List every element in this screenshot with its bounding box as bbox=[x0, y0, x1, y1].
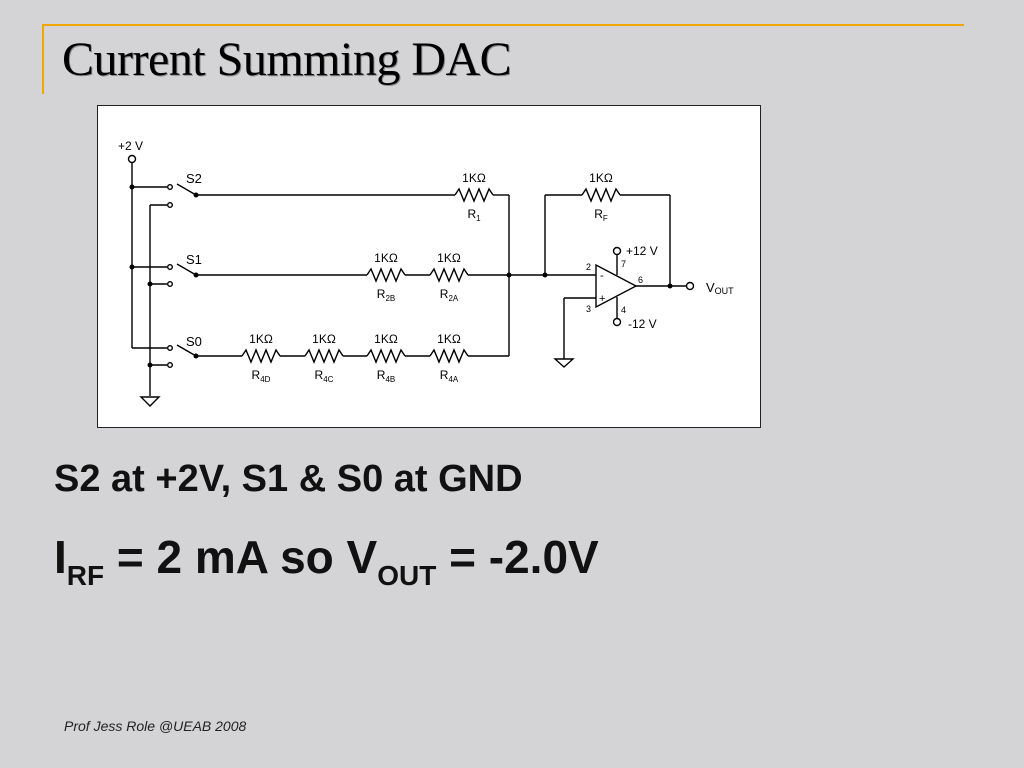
equation-middle-text: = 2 mA so V bbox=[104, 531, 378, 583]
negative-supply-terminal bbox=[612, 317, 622, 327]
switch-label-s1: S1 bbox=[186, 252, 202, 267]
r2b-value-label: 1KΩ bbox=[374, 251, 398, 265]
output-label: VOUT bbox=[706, 280, 734, 296]
junction-dot-summing-node bbox=[506, 272, 512, 278]
circuit-diagram: +2 V S2 S1 S0 1KΩ R1 1KΩ RF 1KΩ R2B 1KΩ … bbox=[97, 105, 761, 428]
resistor-r4c bbox=[304, 348, 344, 364]
s2-contact-upper bbox=[166, 183, 173, 190]
ground-symbol bbox=[139, 396, 161, 407]
s0-contact-lower bbox=[166, 362, 173, 369]
r1-name-label: R1 bbox=[467, 207, 481, 223]
junction-dot-s0-blade bbox=[193, 353, 199, 359]
r4b-name-label: R4B bbox=[377, 368, 395, 384]
current-symbol: I bbox=[54, 531, 67, 583]
opamp-plus-sign: + bbox=[599, 293, 605, 305]
switch-label-s0: S0 bbox=[186, 334, 202, 349]
junction-dot-s1-supply bbox=[129, 264, 135, 270]
voltage-subscript: OUT bbox=[377, 560, 437, 591]
junction-dot-s1-ground bbox=[147, 281, 153, 287]
opamp-symbol bbox=[595, 263, 638, 309]
resistor-rf bbox=[581, 187, 621, 203]
s1-contact-lower bbox=[166, 280, 173, 287]
pin-2-label: 2 bbox=[586, 262, 591, 272]
pin-7-label: 7 bbox=[621, 259, 626, 269]
slide-title: Current Summing DAC bbox=[62, 33, 512, 86]
junction-dot-s2-blade bbox=[193, 192, 199, 198]
supply-label: +2 V bbox=[118, 139, 143, 153]
rf-name-label: RF bbox=[594, 207, 608, 223]
resistor-r2a bbox=[429, 267, 469, 283]
s1-contact-upper bbox=[166, 263, 173, 270]
s1-blade bbox=[176, 263, 197, 276]
r2b-name-label: R2B bbox=[377, 287, 395, 303]
junction-dot-feedback-node bbox=[542, 272, 548, 278]
s2-contact-lower bbox=[166, 201, 173, 208]
r4a-name-label: R4A bbox=[440, 368, 459, 384]
resistor-r2b bbox=[366, 267, 406, 283]
s0-contact-upper bbox=[166, 344, 173, 351]
resistor-r4b bbox=[366, 348, 406, 364]
opamp-minus-sign: - bbox=[600, 270, 604, 282]
junction-dot-s0-ground bbox=[147, 362, 153, 368]
r4b-value-label: 1KΩ bbox=[374, 332, 398, 346]
pin-4-label: 4 bbox=[621, 305, 626, 315]
r4c-name-label: R4C bbox=[315, 368, 334, 384]
r2a-name-label: R2A bbox=[440, 287, 459, 303]
r4a-value-label: 1KΩ bbox=[437, 332, 461, 346]
rf-value-label: 1KΩ bbox=[589, 171, 613, 185]
junction-dot-output-node bbox=[667, 283, 673, 289]
r4d-name-label: R4D bbox=[252, 368, 271, 384]
r4d-value-label: 1KΩ bbox=[249, 332, 273, 346]
r2a-value-label: 1KΩ bbox=[437, 251, 461, 265]
resistor-r4a bbox=[429, 348, 469, 364]
pin-3-label: 3 bbox=[586, 304, 591, 314]
current-subscript: RF bbox=[66, 560, 105, 591]
resistor-r1 bbox=[454, 187, 494, 203]
positive-supply-label: +12 V bbox=[626, 244, 658, 258]
output-terminal bbox=[685, 281, 695, 291]
circuit-schematic: +2 V S2 S1 S0 1KΩ R1 1KΩ RF 1KΩ R2B 1KΩ … bbox=[118, 139, 734, 407]
slide-footer: Prof Jess Role @UEAB 2008 bbox=[64, 718, 247, 734]
switch-state-caption: S2 at +2V, S1 & S0 at GND bbox=[54, 458, 523, 500]
supply-terminal bbox=[127, 154, 137, 164]
pin-6-label: 6 bbox=[638, 275, 643, 285]
s2-blade bbox=[176, 183, 197, 196]
equation-result-text: = -2.0V bbox=[436, 531, 599, 583]
junction-dot-s2-supply bbox=[129, 184, 135, 190]
title-accent-bar bbox=[42, 24, 44, 94]
s0-blade bbox=[176, 344, 197, 357]
junction-dot-s1-blade bbox=[193, 272, 199, 278]
positive-supply-terminal bbox=[612, 246, 622, 256]
output-equation: IRF = 2 mA so VOUT = -2.0V bbox=[54, 530, 599, 591]
r4c-value-label: 1KΩ bbox=[312, 332, 336, 346]
opamp-ground-symbol bbox=[553, 358, 575, 368]
switch-label-s2: S2 bbox=[186, 171, 202, 186]
resistor-r4d bbox=[241, 348, 281, 364]
r1-value-label: 1KΩ bbox=[462, 171, 486, 185]
title-accent-line bbox=[42, 24, 964, 26]
negative-supply-label: -12 V bbox=[628, 317, 657, 331]
